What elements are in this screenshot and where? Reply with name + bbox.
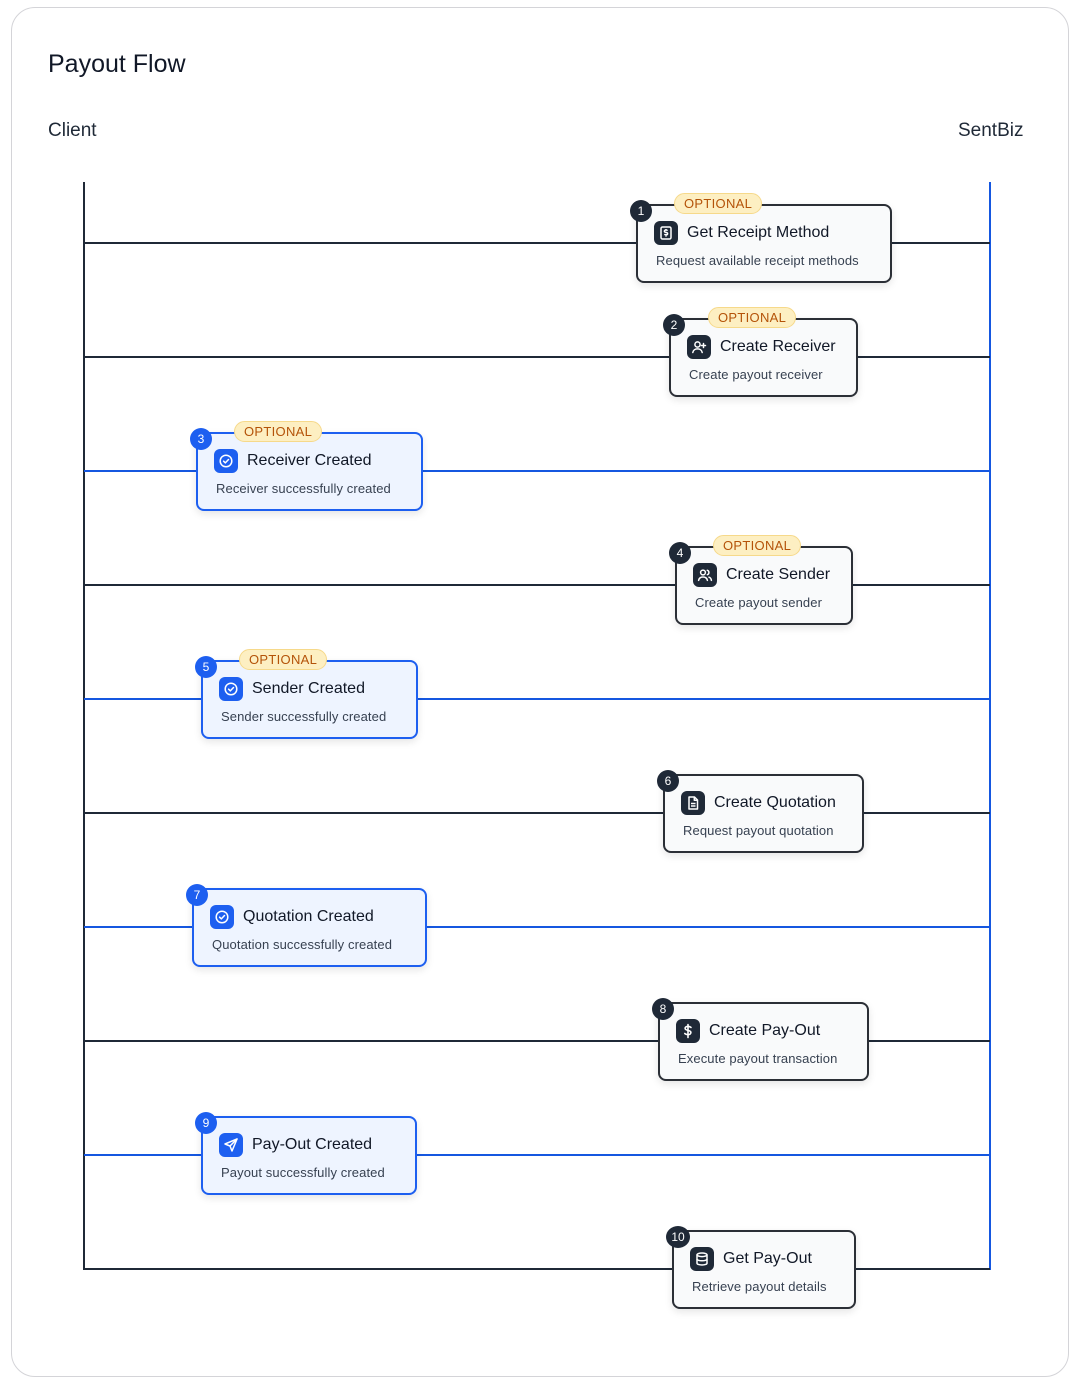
step-4-create-sender[interactable]: 4 OPTIONAL Create Sender Create payout s… bbox=[669, 535, 853, 625]
optional-badge: OPTIONAL bbox=[713, 535, 802, 556]
step-title: Create Pay-Out bbox=[709, 1022, 821, 1039]
step-5-sender-created[interactable]: 5 OPTIONAL Sender Created Sender success… bbox=[195, 649, 418, 739]
lane-label-client: Client bbox=[48, 120, 97, 141]
diagram-title: Payout Flow bbox=[48, 50, 186, 78]
step-7-quotation-created[interactable]: 7 Quotation Created Quotation successful… bbox=[186, 884, 427, 967]
step-description: Execute payout transaction bbox=[678, 1051, 838, 1066]
lane-label-sentbiz: SentBiz bbox=[958, 120, 1024, 141]
step-title: Get Pay-Out bbox=[723, 1250, 812, 1267]
step-number-badge: 4 bbox=[669, 542, 691, 564]
optional-badge: OPTIONAL bbox=[234, 421, 323, 442]
client-lifeline bbox=[83, 182, 85, 1270]
step-description: Receiver successfully created bbox=[216, 481, 391, 496]
message-line-1 bbox=[84, 242, 990, 244]
document-icon bbox=[681, 791, 705, 815]
check-circle-icon bbox=[210, 905, 234, 929]
step-description: Payout successfully created bbox=[221, 1165, 385, 1180]
step-description: Request payout quotation bbox=[683, 823, 834, 838]
step-title: Get Receipt Method bbox=[687, 224, 830, 241]
step-title: Create Quotation bbox=[714, 794, 836, 811]
message-line-3 bbox=[84, 470, 990, 472]
message-line-4 bbox=[84, 584, 990, 586]
step-10-get-pay-out[interactable]: 10 Get Pay-Out Retrieve payout details bbox=[666, 1226, 856, 1309]
send-icon bbox=[219, 1133, 243, 1157]
step-9-pay-out-created[interactable]: 9 Pay-Out Created Payout successfully cr… bbox=[195, 1112, 417, 1195]
user-plus-icon bbox=[687, 335, 711, 359]
step-2-create-receiver[interactable]: 2 OPTIONAL Create Receiver Create payout… bbox=[663, 307, 858, 397]
message-line-6 bbox=[84, 812, 990, 814]
step-number-badge: 9 bbox=[195, 1112, 217, 1134]
step-number-badge: 5 bbox=[195, 656, 217, 678]
message-line-9 bbox=[84, 1154, 990, 1156]
step-6-create-quotation[interactable]: 6 Create Quotation Request payout quotat… bbox=[657, 770, 864, 853]
optional-badge: OPTIONAL bbox=[708, 307, 797, 328]
step-title: Create Sender bbox=[726, 566, 831, 583]
step-description: Create payout sender bbox=[695, 595, 823, 610]
receipt-icon bbox=[654, 221, 678, 245]
check-circle-icon bbox=[214, 449, 238, 473]
step-number-badge: 7 bbox=[186, 884, 208, 906]
step-8-create-pay-out[interactable]: 8 Create Pay-Out Execute payout transact… bbox=[652, 998, 869, 1081]
message-line-8 bbox=[84, 1040, 990, 1042]
message-line-5 bbox=[84, 698, 990, 700]
check-circle-icon bbox=[219, 677, 243, 701]
step-description: Request available receipt methods bbox=[656, 253, 859, 268]
users-icon bbox=[693, 563, 717, 587]
step-number-badge: 1 bbox=[630, 200, 652, 222]
diagram-card bbox=[11, 7, 1069, 1377]
database-icon bbox=[690, 1247, 714, 1271]
step-3-receiver-created[interactable]: 3 OPTIONAL Receiver Created Receiver suc… bbox=[190, 421, 423, 511]
message-line-2 bbox=[84, 356, 990, 358]
step-1-get-receipt-method[interactable]: 1 OPTIONAL Get Receipt Method Request av… bbox=[630, 193, 892, 283]
step-title: Pay-Out Created bbox=[252, 1136, 373, 1153]
step-title: Create Receiver bbox=[720, 338, 836, 355]
step-number-badge: 2 bbox=[663, 314, 685, 336]
step-title: Sender Created bbox=[252, 680, 365, 697]
step-description: Create payout receiver bbox=[689, 367, 823, 382]
step-title: Receiver Created bbox=[247, 452, 372, 469]
message-line-10 bbox=[84, 1268, 990, 1270]
optional-badge: OPTIONAL bbox=[239, 649, 328, 670]
sentbiz-lifeline bbox=[989, 182, 991, 1270]
optional-badge: OPTIONAL bbox=[674, 193, 763, 214]
step-description: Retrieve payout details bbox=[692, 1279, 827, 1294]
step-description: Quotation successfully created bbox=[212, 937, 393, 952]
step-description: Sender successfully created bbox=[221, 709, 387, 724]
step-title: Quotation Created bbox=[243, 908, 374, 925]
step-number-badge: 6 bbox=[657, 770, 679, 792]
step-number-badge: 3 bbox=[190, 428, 212, 450]
message-line-7 bbox=[84, 926, 990, 928]
step-number-badge: 8 bbox=[652, 998, 674, 1020]
step-number-badge: 10 bbox=[666, 1226, 690, 1248]
dollar-icon bbox=[676, 1019, 700, 1043]
